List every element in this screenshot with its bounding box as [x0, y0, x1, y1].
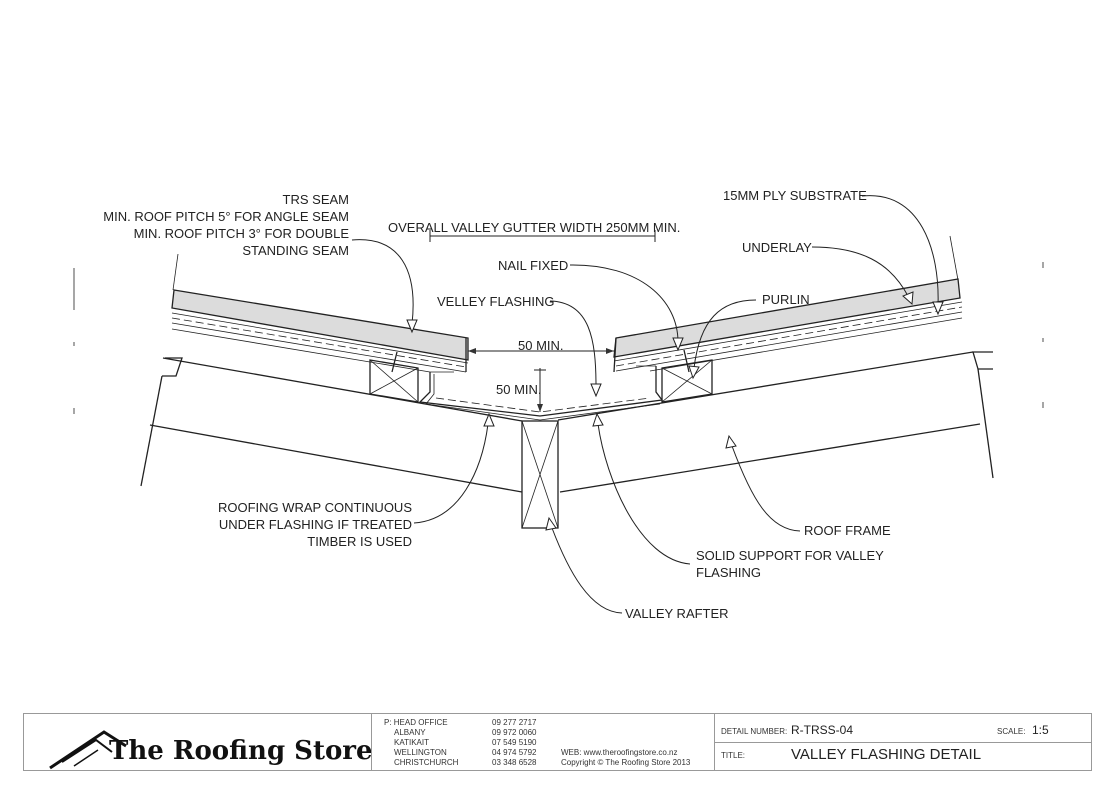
office-name-head: P: HEAD OFFICE — [384, 718, 448, 727]
roof-frame-label: ROOF FRAME — [804, 523, 891, 538]
valley-flashing-drawing: TRS SEAM MIN. ROOF PITCH 5° FOR ANGLE SE… — [73, 188, 1044, 621]
min-50-vertical-label: 50 MIN. — [496, 382, 542, 397]
crop-marks — [73, 262, 1044, 414]
title-block-row-divider — [714, 742, 1091, 743]
office-phone-albany: 09 972 0060 — [492, 728, 537, 737]
trs-seam-label-3: MIN. ROOF PITCH 3° FOR DOUBLE — [134, 226, 350, 241]
title-label: TITLE: — [721, 751, 746, 760]
valley-flashing-label: VELLEY FLASHING — [437, 294, 555, 309]
underlay-label: UNDERLAY — [742, 240, 812, 255]
office-phone-wellington: 04 974 5792 — [492, 748, 537, 757]
purlins — [369, 359, 713, 403]
roofing-wrap-label-1: ROOFING WRAP CONTINUOUS — [218, 500, 412, 515]
office-phone-katikait: 07 549 5190 — [492, 738, 537, 747]
scale-label: SCALE: — [997, 727, 1026, 736]
nail-fixed-label: NAIL FIXED — [498, 258, 568, 273]
leaders — [351, 195, 944, 614]
valley-rafter — [521, 420, 559, 529]
office-name-katikait: KATIKAIT — [394, 738, 429, 747]
solid-support-label-1: SOLID SUPPORT FOR VALLEY — [696, 548, 884, 563]
detail-number-label: DETAIL NUMBER: — [721, 727, 788, 736]
left-roof-buildup — [171, 289, 469, 373]
roof-logo-icon — [49, 730, 127, 770]
title-block: The Roofing Store P: HEAD OFFICE ALBANY … — [23, 713, 1092, 771]
detail-number-value: R-TRSS-04 — [791, 723, 854, 737]
scale-value: 1:5 — [1032, 723, 1049, 737]
office-name-albany: ALBANY — [394, 728, 426, 737]
dimensions — [429, 230, 656, 412]
purlin-label: PURLIN — [762, 292, 810, 307]
solid-support-label-2: FLASHING — [696, 565, 761, 580]
valley-rafter-label: VALLEY RAFTER — [625, 606, 729, 621]
overall-width-label: OVERALL VALLEY GUTTER WIDTH 250MM MIN. — [388, 220, 680, 235]
office-name-wellington: WELLINGTON — [394, 748, 447, 757]
copyright-text: Copyright © The Roofing Store 2013 — [561, 758, 691, 767]
roofing-wrap-label-3: TIMBER IS USED — [307, 534, 412, 549]
valley-flashing — [391, 349, 690, 421]
office-phone-christchurch: 03 348 6528 — [492, 758, 537, 767]
min-50-horizontal-label: 50 MIN. — [518, 338, 564, 353]
brand-name: The Roofing Store — [109, 736, 373, 766]
drawing-title: VALLEY FLASHING DETAIL — [791, 746, 982, 763]
roofing-wrap-label-2: UNDER FLASHING IF TREATED — [219, 517, 412, 532]
trs-seam-label-1: TRS SEAM — [283, 192, 349, 207]
trs-seam-label-2: MIN. ROOF PITCH 5° FOR ANGLE SEAM — [103, 209, 349, 224]
ply-substrate-label: 15MM PLY SUBSTRATE — [723, 188, 867, 203]
title-block-divider — [371, 714, 372, 770]
trs-seam-label-4: STANDING SEAM — [242, 243, 349, 258]
office-phone-head: 09 277 2717 — [492, 718, 537, 727]
office-name-christchurch: CHRISTCHURCH — [394, 758, 459, 767]
website-link[interactable]: WEB: www.theroofingstore.co.nz — [561, 748, 678, 757]
roof-frame — [140, 235, 994, 493]
